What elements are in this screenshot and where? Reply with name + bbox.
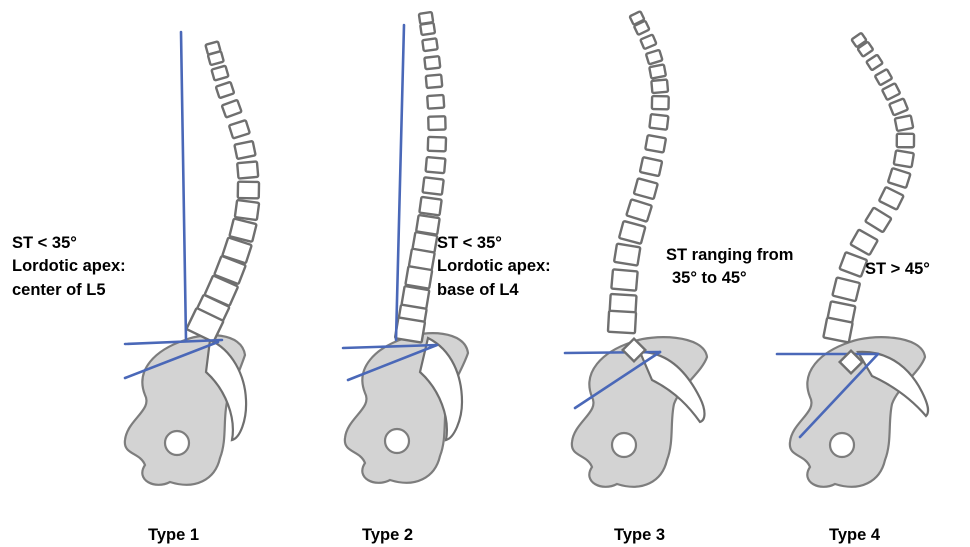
vertebra — [208, 51, 224, 65]
type-label-4: Type 4 — [829, 526, 880, 545]
vertebra — [626, 199, 652, 221]
vertebra — [428, 137, 446, 151]
vertebra — [427, 95, 444, 109]
vertebra — [866, 55, 883, 71]
vertebra — [823, 318, 852, 343]
annotation-type-3: ST ranging from 35° to 45° — [666, 244, 793, 291]
annotation-line: base of L4 — [437, 279, 551, 302]
obturator-foramen — [165, 431, 189, 455]
vertebra — [222, 100, 242, 118]
annotation-line: Lordotic apex: — [437, 255, 551, 278]
vertebra — [879, 187, 904, 210]
type-label-3: Type 3 — [614, 526, 665, 545]
vertebra — [422, 177, 443, 194]
vertebra — [428, 116, 445, 130]
vertebra — [839, 252, 867, 277]
annotation-type-1: ST < 35° Lordotic apex: center of L5 — [12, 232, 126, 302]
vertebra — [850, 229, 877, 255]
vertebra — [875, 69, 892, 85]
vertebra — [888, 168, 911, 188]
annotation-line: ST ranging from — [666, 244, 793, 267]
vertebra — [211, 66, 228, 81]
vertebra — [897, 134, 914, 148]
vertebra — [234, 141, 255, 159]
annotation-line: ST < 35° — [12, 232, 126, 255]
vertebra — [619, 221, 645, 244]
obturator-foramen — [385, 429, 409, 453]
vertebra — [882, 83, 900, 100]
vertebra — [614, 244, 640, 266]
vertebra — [424, 56, 440, 69]
vertebra — [229, 120, 250, 138]
type-label-1: Type 1 — [148, 526, 199, 545]
annotation-line: 35° to 45° — [666, 267, 793, 290]
vertebra — [651, 80, 668, 94]
annotation-type-4: ST > 45° — [865, 258, 930, 281]
obturator-foramen — [612, 433, 636, 457]
vertebra — [646, 50, 663, 65]
vertebra — [426, 75, 442, 88]
vertebra — [420, 23, 435, 35]
vertebra — [634, 178, 658, 199]
vertebra — [395, 317, 425, 342]
annotation-line: Lordotic apex: — [12, 255, 126, 278]
panel-type-1 — [125, 32, 259, 485]
vertebra — [645, 135, 666, 152]
obturator-foramen — [830, 433, 854, 457]
vertical-reference-line — [181, 32, 186, 340]
vertebra — [405, 266, 432, 289]
vertebra — [608, 311, 636, 334]
annotation-line: ST < 35° — [437, 232, 551, 255]
vertebra — [895, 115, 914, 131]
vertebra — [640, 34, 656, 49]
vertebra — [640, 157, 662, 176]
horizontal-reference-line — [565, 352, 660, 353]
vertebra — [238, 182, 259, 199]
vertebra — [649, 114, 668, 130]
vertebra — [422, 38, 437, 51]
vertebra — [894, 150, 914, 167]
vertebra — [216, 82, 234, 98]
annotation-line: center of L5 — [12, 279, 126, 302]
vertebra — [235, 200, 259, 220]
vertebra — [237, 161, 258, 178]
annotation-line: ST > 45° — [865, 258, 930, 281]
vertebra — [419, 197, 441, 216]
vertebra — [865, 207, 891, 232]
vertebra — [649, 64, 666, 78]
vertebra — [832, 277, 860, 301]
vertebra — [611, 269, 637, 290]
vertebra — [426, 157, 446, 173]
annotation-type-2: ST < 35° Lordotic apex: base of L4 — [437, 232, 551, 302]
pelvis-bone — [572, 337, 707, 487]
vertebra — [889, 98, 908, 115]
type-label-2: Type 2 — [362, 526, 413, 545]
vertebra — [652, 96, 669, 109]
